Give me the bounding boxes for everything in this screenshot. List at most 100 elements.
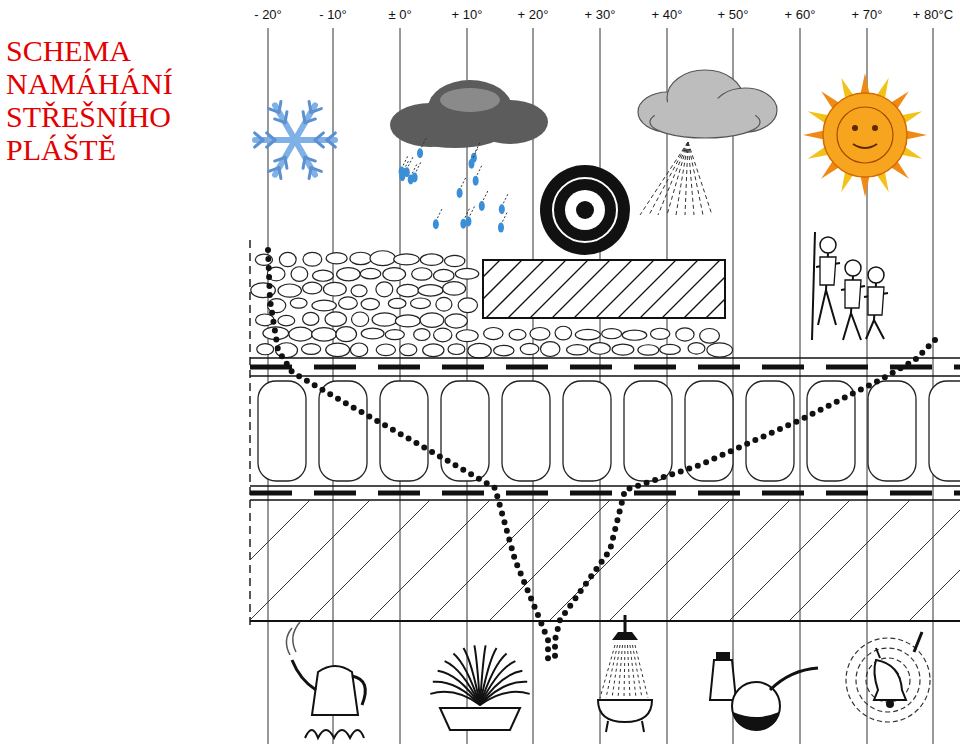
shower-icon-part <box>642 721 644 732</box>
gravel-layer-part <box>395 315 420 327</box>
sun-icon-part <box>905 130 927 140</box>
rain-cloud-icon-part <box>502 194 508 206</box>
gravel-layer-part <box>360 268 381 278</box>
gravel-layer-part <box>278 315 295 325</box>
paver-slab-part-part <box>596 260 654 318</box>
concrete-slab-part-part <box>250 500 370 620</box>
gravel-layer-part <box>520 343 538 354</box>
shower-icon-part <box>612 645 620 698</box>
insulation-layer-part-part <box>929 381 960 481</box>
insulation-layer-part-part <box>502 381 550 481</box>
sun-icon-part <box>860 175 870 197</box>
rain-cloud-icon-part <box>407 157 413 169</box>
concrete-slab-part-part <box>790 500 910 620</box>
temperature-label: + 40° <box>651 7 684 23</box>
gravel-layer-part <box>484 327 503 339</box>
rain-cloud-icon-part <box>417 148 423 158</box>
paver-slab-part-part <box>662 260 720 318</box>
storm-cloud-icon-part <box>676 142 688 215</box>
children-figures-part <box>845 280 861 308</box>
paver-slab-part-part <box>618 260 676 318</box>
gravel-layer-part <box>312 300 336 311</box>
sun-icon-part <box>853 144 877 148</box>
snowflake-icon-part <box>311 109 321 113</box>
snowflake-icon-part <box>285 157 287 168</box>
rain-cloud-icon-part <box>433 219 439 229</box>
sun-icon <box>803 73 927 197</box>
children-figures <box>812 232 888 340</box>
snowflake-icon-part <box>255 133 263 140</box>
insulation-layer-part-part <box>258 381 306 481</box>
gravel-layer-part <box>388 298 406 308</box>
gravel-layer-part <box>420 313 444 328</box>
rain-cloud-icon-part <box>411 164 417 176</box>
tire-icon <box>540 165 630 255</box>
paver-slab-part <box>483 260 725 318</box>
gravel-layer-part <box>337 268 361 281</box>
gravel-layer-part <box>278 284 301 297</box>
gravel-layer-part <box>443 282 466 295</box>
paver-slab-part-part <box>530 260 588 318</box>
gravel-layer-part <box>612 344 634 355</box>
gravel-layer-part <box>445 314 467 328</box>
snowflake-icon-part <box>303 112 305 123</box>
paver-slab-part <box>483 260 725 318</box>
concrete-slab-part-part <box>370 500 490 620</box>
gravel-layer-part <box>434 269 455 281</box>
paver-slab-part-part <box>552 260 610 318</box>
children-figures-part <box>841 276 865 340</box>
snowflake-icon-part <box>279 168 281 179</box>
gravel-layer-part <box>325 312 346 327</box>
temperature-gridline-part <box>800 28 801 744</box>
temperature-label: + 30° <box>584 7 617 23</box>
gravel-layer-part <box>418 285 443 296</box>
rain-cloud-icon-part <box>473 176 479 186</box>
snowflake-icon-part <box>311 168 321 172</box>
concrete-slab <box>130 500 960 621</box>
gravel-layer-part <box>414 329 430 341</box>
bell-icon-part <box>866 658 910 702</box>
snowflake-icon-part <box>309 101 311 112</box>
temperature-label: ± 0° <box>387 7 412 23</box>
kettle-icon-part <box>352 676 365 705</box>
paver-slab-part-part <box>574 260 632 318</box>
gravel-layer-part <box>352 312 369 326</box>
snowflake-icon-part <box>305 119 315 123</box>
temperature-label: + 60° <box>784 7 817 23</box>
concrete-slab-part-part <box>430 500 550 620</box>
snowflake-icon-part <box>327 133 335 140</box>
gravel-layer-part <box>383 268 406 281</box>
gravel-layer-part <box>350 252 372 264</box>
gravel-layer-part <box>458 298 477 313</box>
gravel-layer-part <box>540 342 559 357</box>
snowflake-icon-part <box>305 157 315 161</box>
gravel-layer-part <box>290 298 307 308</box>
rain-cloud-icon-part <box>474 143 480 155</box>
temperature-gridline-part <box>933 28 934 744</box>
gravel-layer-part <box>707 343 733 357</box>
rain-cloud-icon-part <box>501 213 507 225</box>
concrete-slab-part-part <box>850 500 960 620</box>
shower-icon-part <box>635 645 648 698</box>
gravel-layer-part <box>303 282 322 294</box>
gravel-layer-part <box>455 268 478 279</box>
rain-cloud-icon-part <box>471 149 477 161</box>
gravel-layer-part <box>555 326 572 340</box>
gravel-layer-part <box>650 328 669 339</box>
bell-icon-part <box>886 700 894 708</box>
shower-icon <box>598 615 652 732</box>
snowflake-icon-part <box>315 133 323 140</box>
vapour-barrier <box>250 486 960 500</box>
rain-cloud-icon-part <box>476 166 482 178</box>
shower-icon-part <box>624 645 625 698</box>
plant-icon-part <box>440 708 520 730</box>
sun-icon-part <box>852 125 858 131</box>
storm-cloud-icon-part <box>688 142 694 215</box>
snowflake-icon-part <box>315 140 323 147</box>
children-figures-part <box>868 287 884 315</box>
gravel-layer-part <box>323 282 346 296</box>
children-figures-part <box>868 267 884 283</box>
insulation-layer-part-part <box>868 381 916 481</box>
children-figures-part <box>845 260 861 276</box>
gravel-layer-part <box>257 344 274 355</box>
